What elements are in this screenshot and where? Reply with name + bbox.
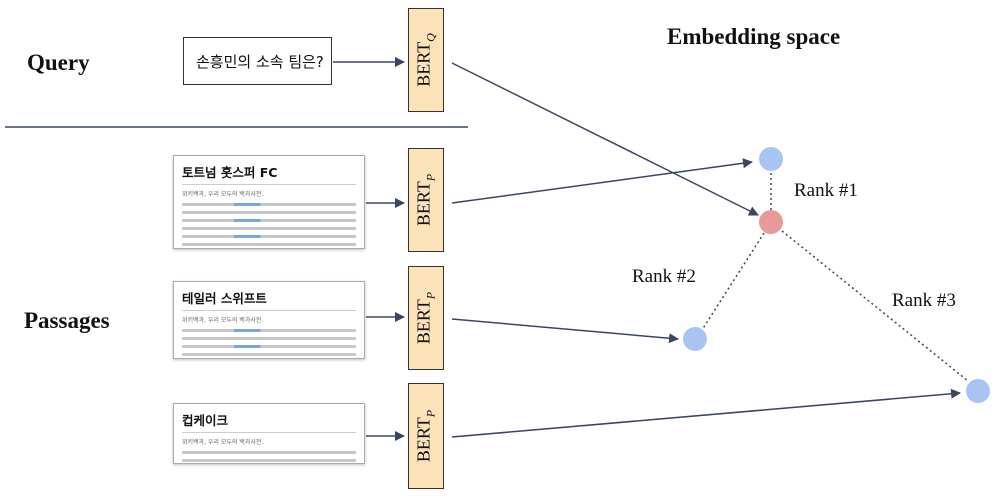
- passage-1-text-line: [182, 211, 356, 214]
- bert-p1-sub: P: [423, 173, 438, 182]
- bert-p2-sub: P: [423, 291, 438, 300]
- passage-2-title: 테일러 스위프트: [182, 288, 356, 311]
- embedding-space-label: Embedding space: [667, 24, 841, 49]
- rank-1-label: Rank #1: [794, 180, 858, 201]
- passage-card-2: 테일러 스위프트 위키백과, 우리 모두의 백과사전.: [173, 281, 365, 359]
- bert-p1-main: BERT: [413, 181, 434, 227]
- rank-2-label: Rank #2: [632, 266, 696, 287]
- arrow-bertp1-to-point1: [451, 158, 753, 204]
- passage-1-text-line: [182, 203, 356, 206]
- query-text: 손흥민의 소속 팀은?: [196, 52, 324, 71]
- arrow-bertp3-to-point3: [451, 388, 961, 438]
- arrow-bertq-to-query-point: [451, 62, 759, 216]
- passage-3-title: 컵케이크: [182, 410, 356, 433]
- passage-3-text-line: [182, 451, 356, 454]
- distance-line-rank2: [701, 232, 765, 331]
- bert-p3-sub: P: [423, 409, 438, 418]
- bert-q-sub: Q: [423, 33, 438, 42]
- bert-query-encoder: BERTQ: [408, 8, 444, 112]
- bert-p3-main: BERT: [413, 417, 434, 463]
- passage-card-1: 토트넘 홋스퍼 FC 위키백과, 우리 모두의 백과사전.: [173, 155, 365, 249]
- passage-2-text-line: [182, 329, 356, 332]
- query-label: Query: [27, 50, 90, 75]
- bert-passage-encoder-3: BERTP: [408, 383, 444, 489]
- arrow-bertp2-to-point2: [451, 318, 679, 344]
- passage-2-text-line: [182, 345, 356, 348]
- bert-passage-encoder-2: BERTP: [408, 266, 444, 370]
- passage-2-text-line: [182, 337, 356, 340]
- passage-1-subtitle: 위키백과, 우리 모두의 백과사전.: [182, 191, 264, 198]
- passage-point-rank2: [683, 327, 707, 351]
- bert-p2-main: BERT: [413, 299, 434, 345]
- passage-2-subtitle: 위키백과, 우리 모두의 백과사전.: [182, 317, 264, 324]
- passage-card-3: 컵케이크 위키백과, 우리 모두의 백과사전.: [173, 403, 365, 464]
- bert-passage-encoder-1: BERTP: [408, 148, 444, 252]
- query-point: [759, 210, 783, 234]
- passage-point-rank1: [759, 147, 783, 171]
- passage-3-text-line: [182, 459, 356, 462]
- passage-1-title: 토트넘 홋스퍼 FC: [182, 162, 356, 185]
- passage-point-rank3: [966, 379, 990, 403]
- bert-q-main: BERT: [413, 41, 434, 87]
- rank-3-label: Rank #3: [892, 290, 956, 311]
- passage-1-text-line: [182, 243, 356, 246]
- passage-1-text-line: [182, 219, 356, 222]
- passage-3-subtitle: 위키백과, 우리 모두의 백과사전.: [182, 439, 264, 446]
- passage-1-text-line: [182, 235, 356, 238]
- query-input-box: 손흥민의 소속 팀은?: [183, 37, 332, 85]
- passages-label: Passages: [24, 308, 110, 333]
- passage-1-text-line: [182, 227, 356, 230]
- passage-2-text-line: [182, 353, 356, 356]
